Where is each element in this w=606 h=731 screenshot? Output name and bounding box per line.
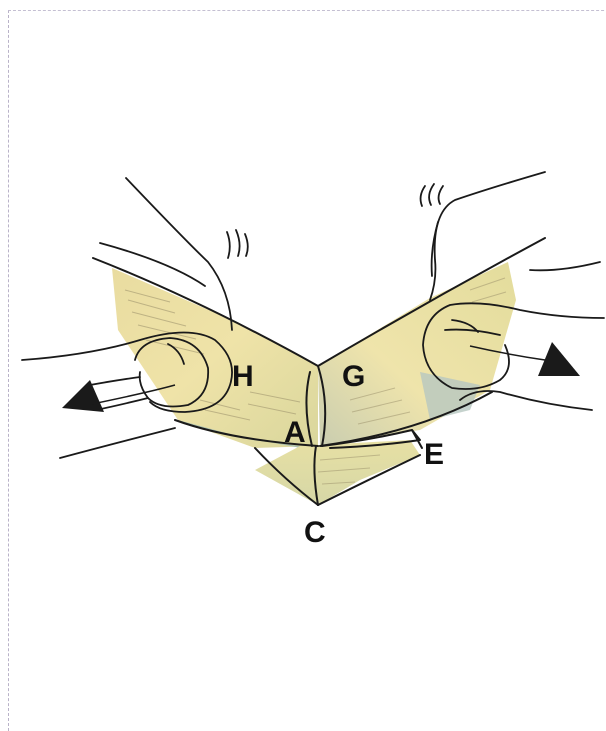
label-c: C xyxy=(304,516,326,549)
label-g: G xyxy=(342,360,365,393)
label-e: E xyxy=(424,438,444,471)
paper-right-flap xyxy=(318,262,516,446)
label-h: H xyxy=(232,360,254,393)
label-a: A xyxy=(284,416,306,449)
